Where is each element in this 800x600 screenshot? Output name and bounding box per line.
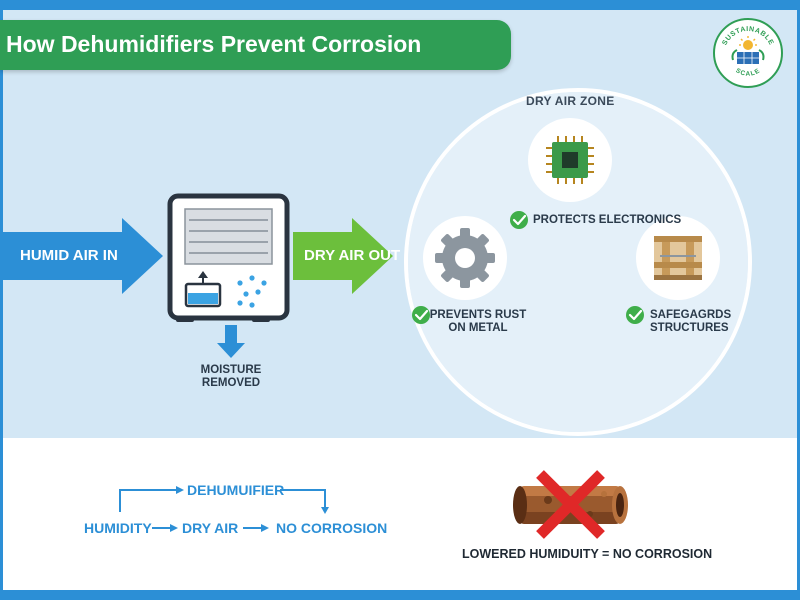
check-icon-rust [412,306,430,324]
flow-connector-top [119,489,326,512]
frame-bottom-bar [0,590,800,600]
caption-lowered-humidity: LOWERED HUMIDUITY = NO CORROSION [462,547,713,561]
safeguards-structures-label: SAFEGAGRDS STRUCTURES [650,309,731,335]
moisture-removed-label: MOISTURE REMOVED [190,364,272,390]
dry-air-arrow [293,218,393,294]
flow-arrow-humidity-dryair [152,524,178,532]
microchip-icon [528,118,612,202]
summary-panel [3,438,797,590]
moisture-removed-line2: REMOVED [201,377,261,389]
flow-arrowhead-dehumidifier [176,486,184,494]
svg-text:SCALE: SCALE [734,67,761,78]
flow-dehumidifier-label: DEHUMUIFIER [187,482,285,498]
humid-air-in-label: HUMID AIR IN [20,247,118,264]
safeguards-line1: SAFEGAGRDS [650,309,732,321]
flow-arrowhead-down [321,507,329,514]
dry-air-zone-title: DRY AIR ZONE [526,94,615,108]
logo-bottom-text: SCALE [734,67,760,78]
humid-air-arrow [3,218,163,294]
logo-graphic: SUSTAINABLE SCALE [721,26,774,78]
sustainable-scale-logo: SUSTAINABLE SCALE [713,18,783,88]
frame-left-bar [0,0,3,600]
flow-humidity-label: HUMIDITY [84,520,152,536]
check-icon-structures [626,306,644,324]
prevents-rust-line2: ON METAL [448,322,508,334]
dry-air-out-label: DRY AIR OUT [304,247,401,264]
prevents-rust-line1: PREVENTS RUST [429,309,527,321]
moisture-down-arrow [217,325,245,358]
dry-air-zone-circle [404,88,752,436]
safeguards-line2: STRUCTURES [650,322,729,334]
flow-dry-air-label: DRY AIR [182,520,239,536]
logo-sun-icon [743,40,753,50]
flow-arrow-dryair-nocorrosion [243,524,269,532]
check-icon-electronics [510,211,528,229]
wall-structure-icon [636,216,720,300]
gear-icon [423,216,507,300]
title-banner: How Dehumidifiers Prevent Corrosion [0,20,511,70]
page-title: How Dehumidifiers Prevent Corrosion [6,31,422,57]
frame-right-bar [797,0,800,600]
frame-top-bar [0,0,800,10]
protects-electronics-label: PROTECTS ELECTRONICS [533,214,682,226]
dry-air-zone-fill [408,92,748,432]
x-mark-icon [536,470,605,539]
prevents-rust-label: PREVENTS RUST ON METAL [428,309,528,335]
moisture-removed-line1: MOISTURE [200,364,262,376]
dehumidifier-icon [167,193,290,322]
flow-no-corrosion-label: NO CORROSION [276,520,388,536]
